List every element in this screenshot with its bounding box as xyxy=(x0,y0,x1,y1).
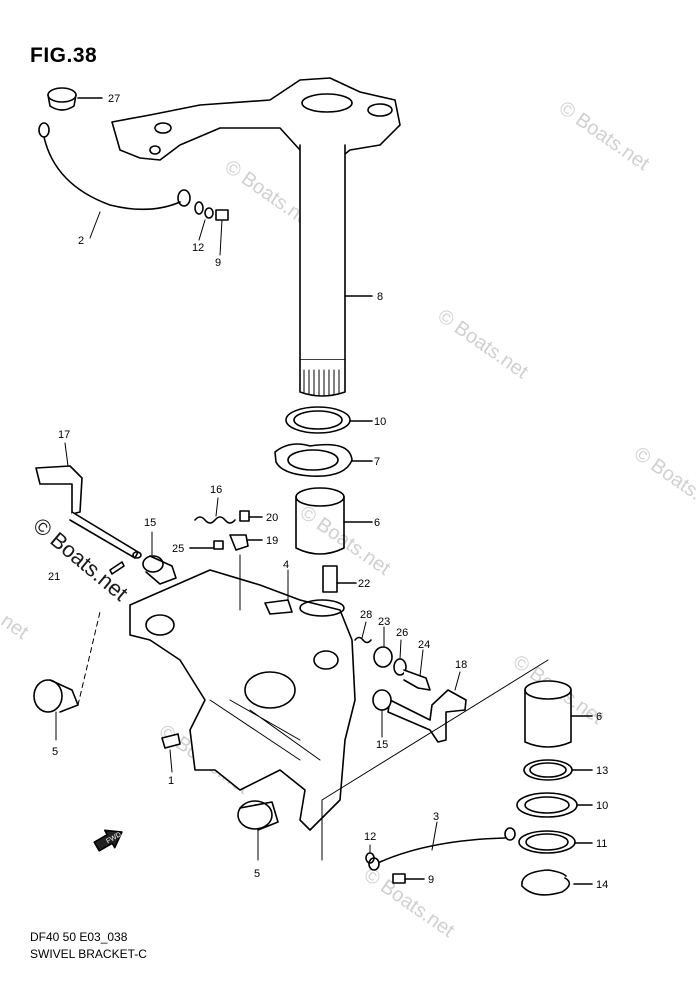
callout-6-lower: 6 xyxy=(596,711,602,723)
callout-2: 2 xyxy=(78,235,84,247)
bushing-23 xyxy=(373,626,393,668)
swivel-bracket-4 xyxy=(129,554,356,831)
callout-10: 10 xyxy=(374,416,386,428)
callout-17: 17 xyxy=(58,429,70,441)
callouts: 27 2 12 9 8 10 7 6 17 16 20 15 19 25 21 … xyxy=(48,93,608,891)
grease-nipple-1 xyxy=(161,733,181,773)
callout-15-lower: 15 xyxy=(376,739,388,751)
steering-shaft-8 xyxy=(299,144,373,397)
steering-bracket xyxy=(111,77,401,166)
bolt-9 xyxy=(215,209,229,256)
bushing-6-lower xyxy=(524,680,593,748)
lock-19 xyxy=(229,534,263,551)
circlip-14 xyxy=(521,869,593,896)
diagram-code: DF40 50 E03_038 xyxy=(30,930,128,944)
callout-15: 15 xyxy=(144,517,156,529)
pin-21 xyxy=(109,561,125,575)
washer-11 xyxy=(518,830,593,854)
callout-1: 1 xyxy=(168,775,174,787)
callout-5-lower: 5 xyxy=(254,868,260,880)
callout-4: 4 xyxy=(283,559,289,571)
spring-16 xyxy=(194,497,236,524)
callout-24: 24 xyxy=(418,639,430,651)
spring-28 xyxy=(354,621,372,644)
callout-3: 3 xyxy=(433,811,439,823)
bushing-6-top xyxy=(295,487,373,555)
washer-12-lower xyxy=(365,844,375,864)
washer-26 xyxy=(393,639,407,676)
callout-27: 27 xyxy=(108,93,120,105)
bushing-5-left xyxy=(33,611,101,741)
cap-27 xyxy=(47,87,103,111)
lever-18 xyxy=(387,671,467,743)
ring-13 xyxy=(523,759,593,781)
screw-20 xyxy=(239,510,263,522)
callout-19: 19 xyxy=(266,535,278,547)
watermark-text: © Boats.net xyxy=(0,566,33,644)
callout-25: 25 xyxy=(172,543,184,555)
callout-12: 12 xyxy=(192,242,204,254)
ground-wire-3 xyxy=(368,821,516,871)
callout-6: 6 xyxy=(374,517,380,529)
fwd-arrow xyxy=(93,829,123,852)
callout-22: 22 xyxy=(358,578,370,590)
washer-10-lower xyxy=(516,792,593,818)
callout-21: 21 xyxy=(48,571,60,583)
ground-wire-2 xyxy=(38,122,191,239)
spacer-22 xyxy=(322,565,357,593)
watermark-text: © Boats.net xyxy=(296,502,395,580)
callout-10-lower: 10 xyxy=(596,800,608,812)
callout-7: 7 xyxy=(374,456,380,468)
callout-8: 8 xyxy=(377,291,383,303)
callout-12-lower: 12 xyxy=(364,831,376,843)
callout-13: 13 xyxy=(596,765,608,777)
callout-14: 14 xyxy=(596,879,608,891)
callout-9: 9 xyxy=(215,257,221,269)
watermark-text: © Boats.net xyxy=(360,864,459,942)
callout-5: 5 xyxy=(52,746,58,758)
washer-12 xyxy=(194,201,214,241)
tilt-lever-17 xyxy=(35,442,142,559)
washer-10-top xyxy=(285,406,373,434)
callout-26: 26 xyxy=(396,627,408,639)
callout-18: 18 xyxy=(455,659,467,671)
callout-20: 20 xyxy=(266,512,278,524)
screw-25 xyxy=(189,540,224,550)
plate-7 xyxy=(274,443,373,477)
bolt-24 xyxy=(403,649,431,691)
watermark-text: © Boats.net xyxy=(433,305,532,383)
bushing-5-lower xyxy=(237,800,279,861)
callout-23: 23 xyxy=(378,616,390,628)
callout-11: 11 xyxy=(596,838,607,850)
callout-28: 28 xyxy=(360,609,372,621)
watermark-text: © Boats.net xyxy=(555,97,654,175)
callout-16: 16 xyxy=(210,484,222,496)
bolt-9-lower xyxy=(392,873,425,884)
callout-9-lower: 9 xyxy=(428,874,434,886)
watermark-text: © Boats.net xyxy=(630,443,696,521)
sleeve-15-upper xyxy=(142,531,177,585)
figure-title: FIG.38 xyxy=(30,44,98,67)
exploded-box xyxy=(321,659,549,861)
diagram-name: SWIVEL BRACKET-C xyxy=(30,947,147,961)
sleeve-15-lower xyxy=(372,689,392,738)
